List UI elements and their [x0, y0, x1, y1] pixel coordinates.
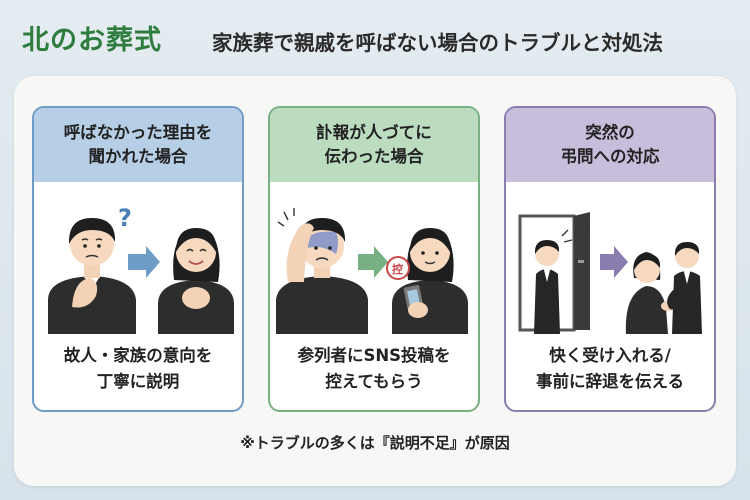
card-solution-line: 故人・家族の意向を: [63, 345, 213, 365]
visitor-person-icon: [534, 229, 573, 334]
header: 北のお葬式 家族葬で親戚を呼ばない場合のトラブルと対処法: [0, 0, 750, 72]
card-header: 訃報が人づてに 伝わった場合: [270, 108, 478, 182]
card-header: 呼ばなかった理由を 聞かれた場合: [34, 108, 242, 182]
card-header-line: 弔問への対応: [560, 147, 660, 166]
arrow-right-icon: [600, 246, 628, 278]
card-solution-line: 快く受け入れる/: [549, 345, 671, 365]
distressed-person-icon: [276, 208, 368, 334]
card-header-line: 訃報が人づてに: [316, 123, 432, 143]
card-unexplained-reason: 呼ばなかった理由を 聞かれた場合 ?: [32, 106, 244, 412]
footnote: ※トラブルの多くは『説明不足』が原因: [240, 434, 510, 452]
phone-woman-icon: [392, 228, 468, 334]
worried-person-icon: [48, 218, 136, 334]
card-word-of-mouth: 訃報が人づてに 伝わった場合: [268, 106, 480, 412]
question-mark: ?: [118, 204, 132, 232]
arrow-right-icon: [358, 246, 388, 278]
card-sudden-visit: 突然の 弔問への対応: [504, 106, 716, 412]
card-header-line: 呼ばなかった理由を: [63, 123, 213, 143]
host-person-icon: [667, 242, 702, 334]
card-solution-line: 参列者にSNS投稿を: [297, 345, 451, 365]
illustration-visit: [518, 212, 702, 334]
card-solution-line: 丁寧に説明: [96, 372, 180, 391]
bowing-woman-icon: [625, 252, 675, 334]
card-header-line: 伝わった場合: [324, 147, 424, 166]
card-solution: 快く受け入れる/ 事前に辞退を伝える: [506, 328, 714, 410]
page-title: 家族葬で親戚を呼ばない場合のトラブルと対処法: [212, 31, 663, 55]
card-solution-line: 事前に辞退を伝える: [535, 372, 684, 391]
badge-text: 控: [392, 262, 403, 276]
badge-icon: [386, 256, 410, 280]
content-panel: 呼ばなかった理由を 聞かれた場合 ?: [14, 76, 736, 486]
card-header-line: 聞かれた場合: [88, 147, 188, 166]
card-solution-line: 控えてもらう: [325, 372, 423, 391]
smiling-woman-icon: [158, 228, 234, 334]
arrow-right-icon: [128, 246, 160, 278]
illustration-sns: 控: [276, 208, 468, 334]
illustration-explaining: ?: [48, 204, 234, 334]
card-header-line: 突然の: [585, 123, 635, 143]
card-solution: 参列者にSNS投稿を 控えてもらう: [270, 328, 478, 410]
card-header: 突然の 弔問への対応: [506, 108, 714, 182]
card-solution: 故人・家族の意向を 丁寧に説明: [34, 328, 242, 410]
brand-logo: 北のお葬式: [22, 25, 162, 56]
